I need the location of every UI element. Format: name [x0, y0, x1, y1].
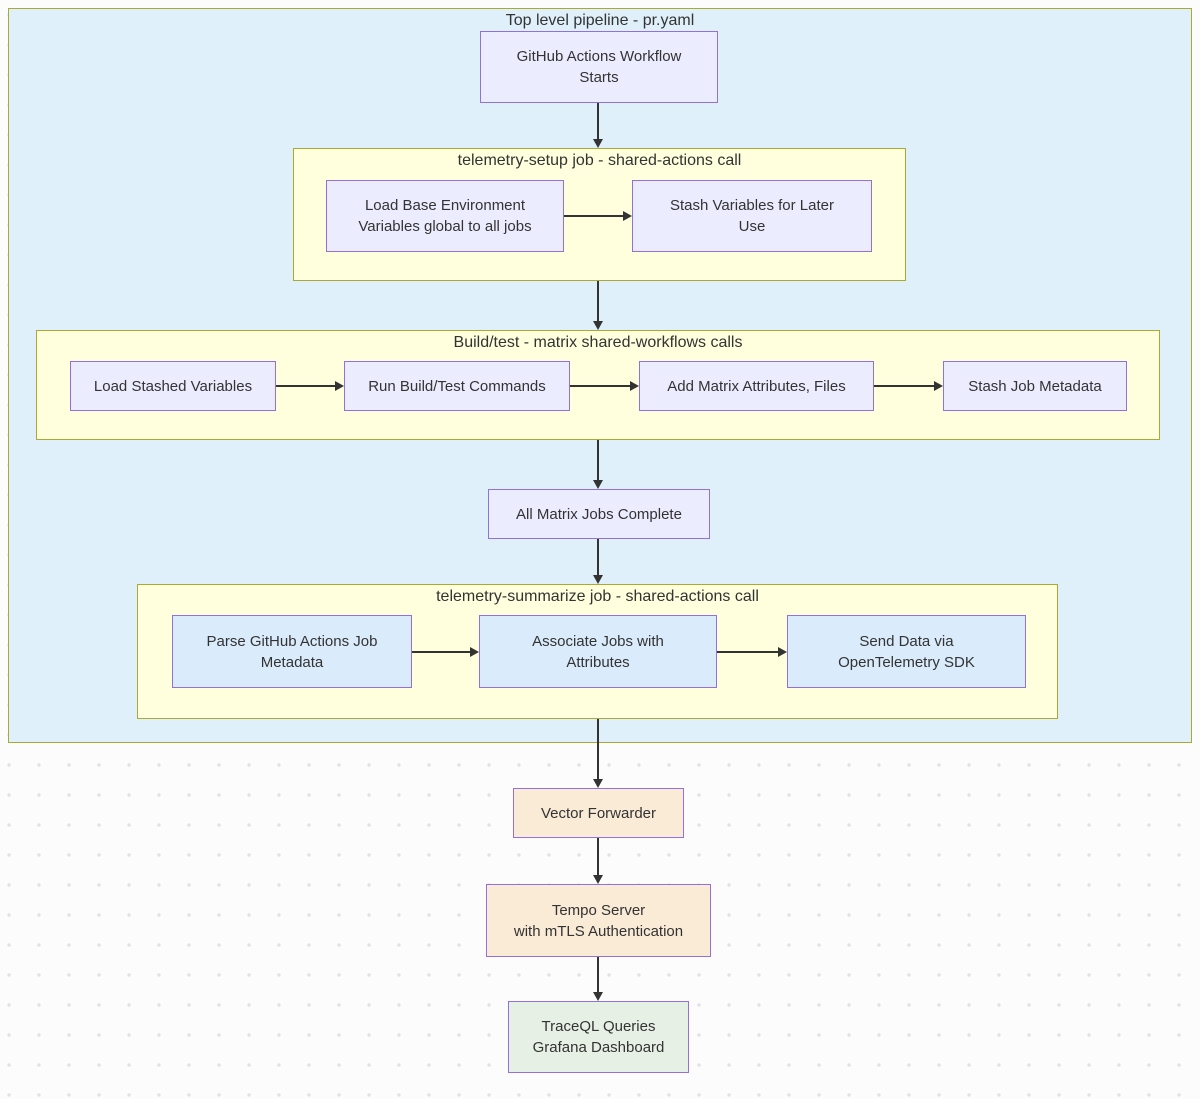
- pipeline-title: Top level pipeline - pr.yaml: [505, 12, 695, 29]
- node-associate-jobs: Associate Jobs with Attributes: [479, 615, 717, 688]
- build-test-title: Build/test - matrix shared-workflows cal…: [453, 334, 743, 351]
- node-load-base-env-line2: Variables global to all jobs: [358, 218, 532, 235]
- node-traceql-grafana-line1: TraceQL Queries: [541, 1018, 656, 1035]
- node-add-matrix-attributes-label: Add Matrix Attributes, Files: [667, 377, 846, 395]
- arrow-right-summarize-2: [717, 647, 787, 657]
- arrow-right-build-1: [276, 381, 344, 391]
- arrow-down-setup-to-build: [593, 281, 603, 330]
- arrow-right-setup: [564, 211, 632, 221]
- telemetry-summarize-title: telemetry-summarize job - shared-actions…: [436, 588, 759, 605]
- node-stash-job-metadata: Stash Job Metadata: [943, 361, 1127, 411]
- node-stash-job-metadata-label: Stash Job Metadata: [968, 377, 1102, 395]
- node-traceql-grafana-line2: Grafana Dashboard: [532, 1039, 665, 1056]
- node-tempo-server-line2: with mTLS Authentication: [513, 922, 684, 940]
- node-parse-metadata-line1: Parse GitHub Actions Job: [206, 632, 378, 650]
- node-workflow-starts-line2: Starts: [579, 69, 619, 86]
- node-add-matrix-attributes: Add Matrix Attributes, Files: [639, 361, 874, 411]
- arrow-down-summarize-to-vector: [593, 719, 603, 788]
- arrow-down-start-to-setup: [593, 103, 603, 148]
- node-stash-variables: Stash Variables for Later Use: [632, 180, 872, 252]
- node-all-matrix-complete-label: All Matrix Jobs Complete: [516, 505, 682, 523]
- arrow-down-allmatrix-to-summarize: [593, 539, 603, 584]
- node-associate-jobs-line1: Associate Jobs with: [532, 632, 664, 650]
- node-send-otel: Send Data via OpenTelemetry SDK: [787, 615, 1026, 688]
- node-load-base-env-line1: Load Base Environment: [364, 197, 526, 214]
- arrow-down-tempo-to-traceql: [593, 957, 603, 1001]
- node-vector-forwarder: Vector Forwarder: [513, 788, 684, 838]
- node-stash-variables-line1: Stash Variables for Later: [670, 197, 834, 214]
- node-workflow-starts: GitHub Actions Workflow Starts: [480, 31, 718, 103]
- node-traceql-grafana: TraceQL Queries Grafana Dashboard: [508, 1001, 689, 1073]
- node-stash-variables-line2: Use: [738, 218, 766, 235]
- node-run-build-test: Run Build/Test Commands: [344, 361, 570, 411]
- node-parse-metadata: Parse GitHub Actions Job Metadata: [172, 615, 412, 688]
- node-all-matrix-complete: All Matrix Jobs Complete: [488, 489, 710, 539]
- arrow-down-build-to-allmatrix: [593, 440, 603, 489]
- arrow-down-vector-to-tempo: [593, 838, 603, 884]
- node-send-otel-line1: Send Data via: [859, 632, 954, 650]
- node-tempo-server: Tempo Server with mTLS Authentication: [486, 884, 711, 957]
- node-run-build-test-label: Run Build/Test Commands: [368, 377, 546, 395]
- node-parse-metadata-line2: Metadata: [260, 653, 324, 671]
- node-load-stashed-variables: Load Stashed Variables: [70, 361, 276, 411]
- node-workflow-starts-line1: GitHub Actions Workflow: [516, 48, 682, 65]
- arrow-right-summarize-1: [412, 647, 479, 657]
- node-load-stashed-variables-label: Load Stashed Variables: [93, 377, 253, 395]
- arrow-right-build-3: [874, 381, 943, 391]
- node-associate-jobs-line2: Attributes: [566, 653, 630, 671]
- telemetry-setup-title: telemetry-setup job - shared-actions cal…: [457, 152, 742, 169]
- node-send-otel-line2: OpenTelemetry SDK: [838, 653, 975, 671]
- node-tempo-server-line1: Tempo Server: [551, 901, 646, 919]
- arrow-right-build-2: [570, 381, 639, 391]
- node-vector-forwarder-label: Vector Forwarder: [540, 804, 657, 822]
- node-load-base-env: Load Base Environment Variables global t…: [326, 180, 564, 252]
